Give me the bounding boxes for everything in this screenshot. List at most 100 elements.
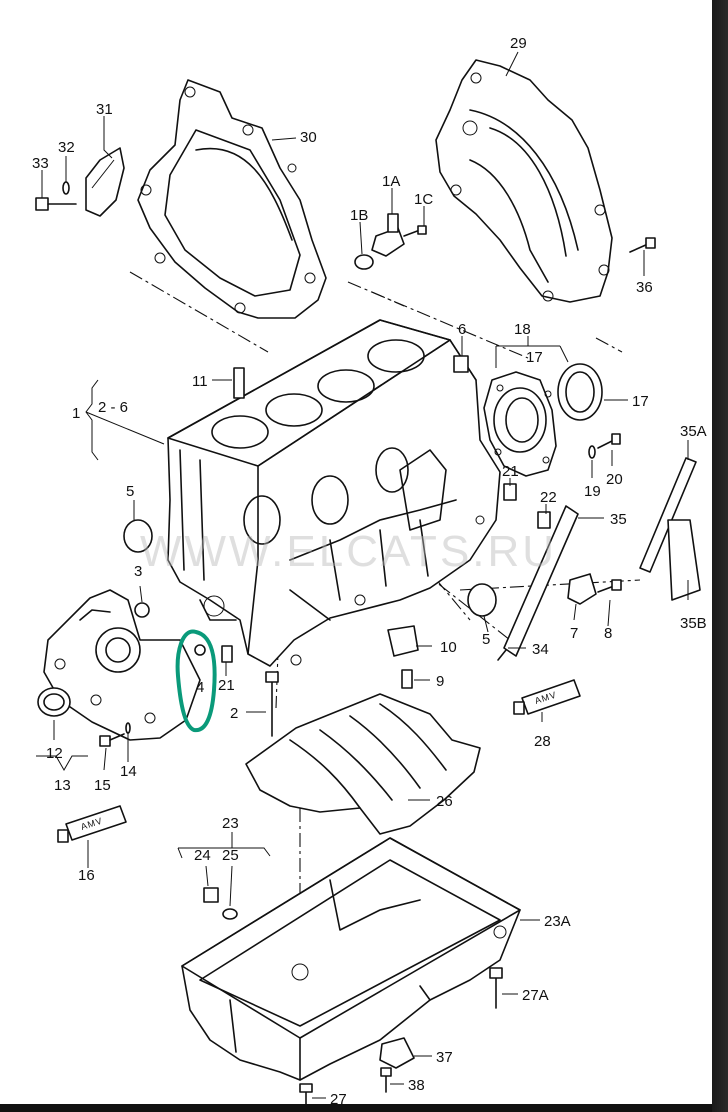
cylinder-block [167,319,501,667]
sender-7 [567,573,597,605]
label-1: 1 [72,405,80,422]
label-36: 36 [636,279,653,296]
guide-34 [497,649,507,661]
bolt-1C [403,225,427,237]
label-13: 13 [54,777,71,794]
label-17b: 17 [632,393,649,410]
plug-6 [453,355,469,373]
diagram-canvas: AMV AMV [0,0,712,1112]
oil-pump-cover [43,589,201,741]
ring-5a [123,519,153,553]
label-37: 37 [436,1049,453,1066]
bracket-10 [387,625,419,657]
window-edge-right [712,0,728,1112]
sealant-tube-28: AMV [513,679,581,715]
label-8: 8 [604,625,612,642]
label-29: 29 [510,35,527,52]
flange-18 [483,371,557,477]
label-35B: 35B [680,615,707,632]
label-2: 2 [230,705,238,722]
label-35: 35 [610,511,627,528]
label-6: 6 [458,321,466,338]
label-26: 26 [436,793,453,810]
label-25: 25 [222,847,239,864]
label-31: 31 [96,101,113,118]
label-9: 9 [436,673,444,690]
seal-17 [557,363,603,421]
label-27: 27 [330,1091,347,1108]
label-3: 3 [134,563,142,580]
dipstick-tube-35A [639,457,701,601]
plug-22 [537,511,551,529]
bolt-27 [299,1083,313,1105]
label-19: 19 [584,483,601,500]
ring-5b [467,583,497,617]
plug-4 [194,644,206,656]
label-28: 28 [534,733,551,750]
bolt-33 [35,197,77,211]
dowel-11 [233,367,245,399]
label-11: 11 [192,373,208,390]
bolt-38 [380,1067,392,1093]
bolt-2 [265,671,279,737]
bolt-20 [597,433,621,449]
sealant-tube-16: AMV [57,805,127,843]
bolt-15 [99,733,125,747]
label-35A: 35A [680,423,707,440]
label-30: 30 [300,129,317,146]
label-1C: 1C [414,191,433,208]
bolt-27A [489,967,503,1009]
part-labels: 29 30 31 32 33 1A 1C 1B 36 11 6 18 17 17… [32,35,707,1108]
label-1B: 1B [350,207,368,224]
label-21b: 21 [502,463,519,480]
label-33: 33 [32,155,49,172]
washer-32 [62,181,70,195]
label-18: 18 [514,321,531,338]
label-24: 24 [194,847,211,864]
plug-24 [203,887,219,903]
label-2to6: 2 - 6 [98,399,128,416]
seal-25 [222,908,238,920]
label-10: 10 [440,639,457,656]
sleeve-21b [503,483,517,501]
washer-19 [588,445,596,459]
bolt-9 [401,669,413,689]
label-15: 15 [94,777,111,794]
baffle-26 [245,693,481,835]
label-38: 38 [408,1077,425,1094]
label-23: 23 [222,815,239,832]
window-edge-bottom [0,1104,712,1112]
label-5b: 5 [482,631,490,648]
gasket-30 [137,79,327,319]
tube-35 [503,505,579,657]
sensor-1A [371,213,405,257]
oil-pan-23 [181,837,521,1081]
label-17a: 17 [526,349,543,366]
label-20: 20 [606,471,623,488]
highlight-circle [175,629,217,733]
bolt-36 [629,237,656,253]
label-5a: 5 [126,483,134,500]
label-21a: 21 [218,677,235,694]
sleeve-21a [221,645,233,663]
watermark: WWW.ELCATS.RU [140,527,557,576]
washer-14 [125,722,131,734]
gasket-29 [435,59,613,303]
label-23A: 23A [544,913,571,930]
label-32: 32 [58,139,75,156]
plug-3 [134,602,150,618]
label-1A: 1A [382,173,400,190]
exploded-parts-diagram: AMV AMV [32,35,707,1108]
seal-12 [37,687,71,717]
oring-1B [354,254,374,270]
label-7: 7 [570,625,578,642]
label-16: 16 [78,867,95,884]
label-22: 22 [540,489,557,506]
label-14: 14 [120,763,137,780]
bolt-8 [597,579,622,593]
label-34: 34 [532,641,549,658]
bracket-31 [85,147,125,217]
label-27A: 27A [522,987,549,1004]
label-4: 4 [196,679,204,696]
sensor-37 [379,1037,415,1069]
